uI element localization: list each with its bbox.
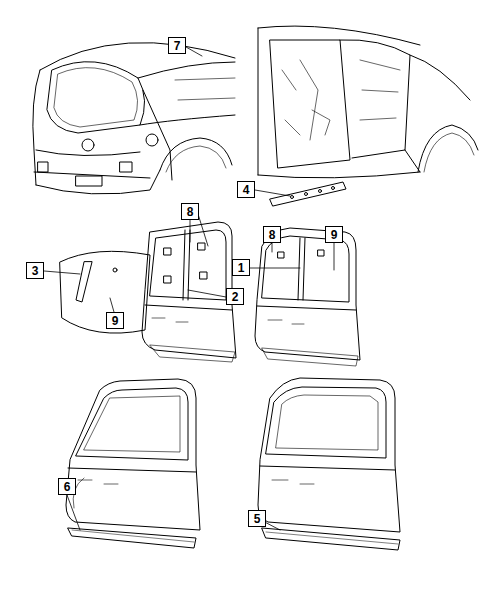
callout-number: 8 bbox=[187, 206, 194, 218]
callout-number: 9 bbox=[331, 229, 338, 241]
front-door-shell bbox=[258, 378, 400, 550]
callout-number: 6 bbox=[64, 481, 71, 493]
callout-number: 1 bbox=[238, 262, 245, 274]
callout-box: 8 bbox=[263, 226, 281, 243]
rear-door-shell bbox=[66, 379, 200, 548]
callout-box: 2 bbox=[226, 288, 244, 305]
callout-box: 4 bbox=[237, 181, 255, 198]
callout-box: 8 bbox=[181, 203, 199, 220]
callout-number: 2 bbox=[232, 291, 239, 303]
leader-lines bbox=[44, 47, 334, 530]
rear-door-assembly bbox=[60, 222, 236, 362]
vehicle-rear bbox=[33, 43, 235, 194]
front-door-assembly bbox=[255, 228, 360, 366]
callout-box: 3 bbox=[26, 262, 44, 279]
callout-number: 7 bbox=[174, 40, 181, 52]
callout-box: 7 bbox=[168, 37, 186, 54]
callout-number: 5 bbox=[254, 513, 261, 525]
callout-box: 9 bbox=[325, 226, 343, 243]
sill-strip bbox=[270, 182, 346, 206]
callout-number: 4 bbox=[243, 184, 250, 196]
callout-number: 8 bbox=[269, 229, 276, 241]
callout-box: 5 bbox=[248, 510, 266, 527]
callout-box: 1 bbox=[232, 259, 250, 276]
callout-box: 9 bbox=[106, 312, 124, 329]
callout-number: 9 bbox=[112, 315, 119, 327]
callout-number: 3 bbox=[32, 265, 39, 277]
body-side-opening bbox=[258, 26, 478, 178]
callout-box: 6 bbox=[58, 478, 76, 495]
